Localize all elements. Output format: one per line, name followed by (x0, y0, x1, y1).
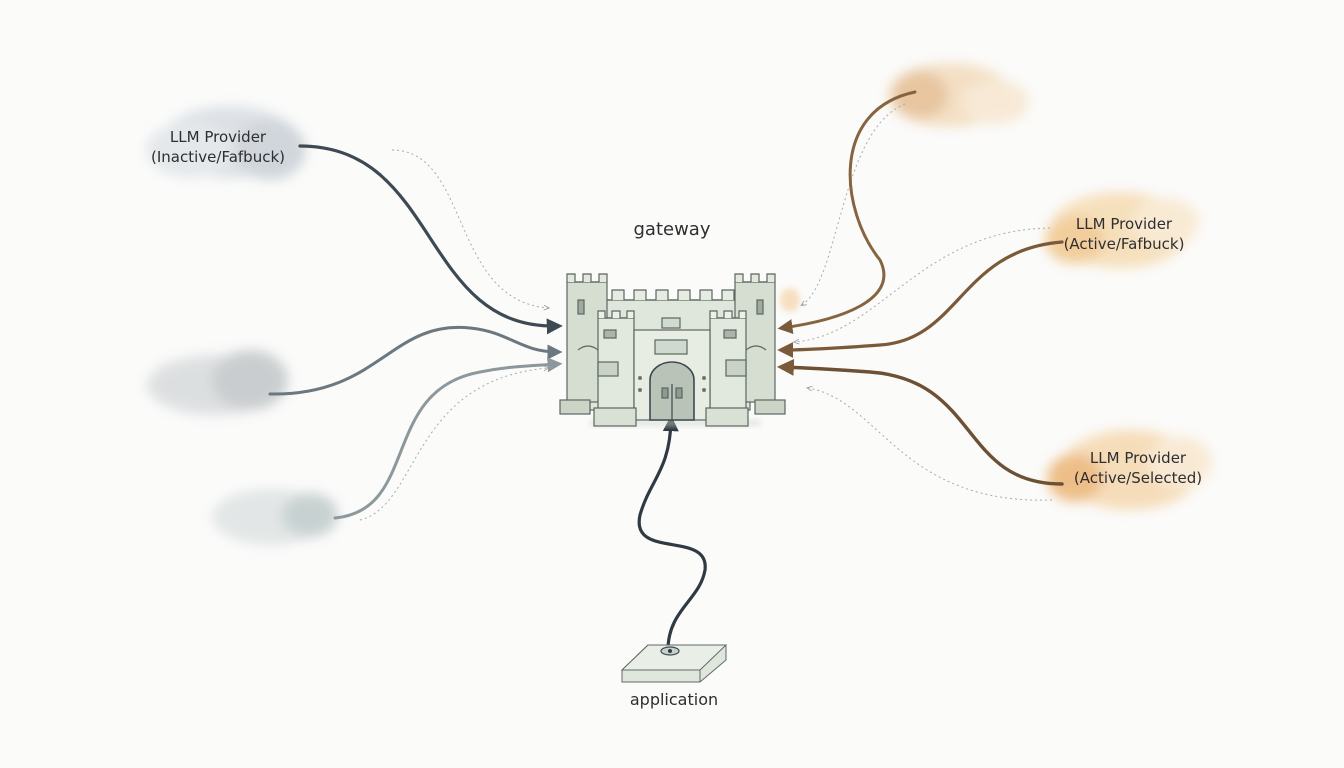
cloud-provider-active-fallback (1045, 192, 1199, 268)
cloud-provider-inactive-top (146, 106, 306, 180)
gateway-label: gateway (633, 219, 711, 240)
connection-right-top (777, 90, 917, 334)
cloud-provider-active-selected (1047, 430, 1212, 510)
cloud-provider-left-middle (147, 350, 288, 415)
gateway-castle (559, 273, 786, 427)
provider-title: LLM Provider (169, 128, 267, 146)
connection-right-selected (776, 358, 1064, 486)
connection-right-fallback (777, 240, 1064, 358)
connection-left-top (298, 144, 563, 335)
provider-label-inactive-fallback: LLM Provider (Inactive/Fafbuck) (130, 127, 306, 167)
connection-application (637, 415, 707, 652)
provider-label-active-fallback: LLM Provider (Active/Fafbuck) (1036, 214, 1212, 254)
connection-left-middle (268, 325, 563, 396)
provider-status: (Active/Selected) (1073, 469, 1203, 487)
provider-title: LLM Provider (1075, 215, 1173, 233)
provider-status: (Inactive/Fafbuck) (151, 148, 285, 166)
application-label: application (629, 690, 719, 709)
connection-left-bottom (333, 357, 563, 520)
application-box (620, 644, 728, 683)
cloud-provider-left-bottom (212, 489, 338, 545)
provider-status: (Active/Fafbuck) (1063, 235, 1185, 253)
provider-title: LLM Provider (1089, 449, 1187, 467)
dotted-fallback-paths (359, 103, 1053, 521)
provider-label-active-selected: LLM Provider (Active/Selected) (1050, 448, 1226, 488)
gateway-active-glow (780, 288, 800, 312)
cloud-provider-right-top (888, 63, 1029, 127)
